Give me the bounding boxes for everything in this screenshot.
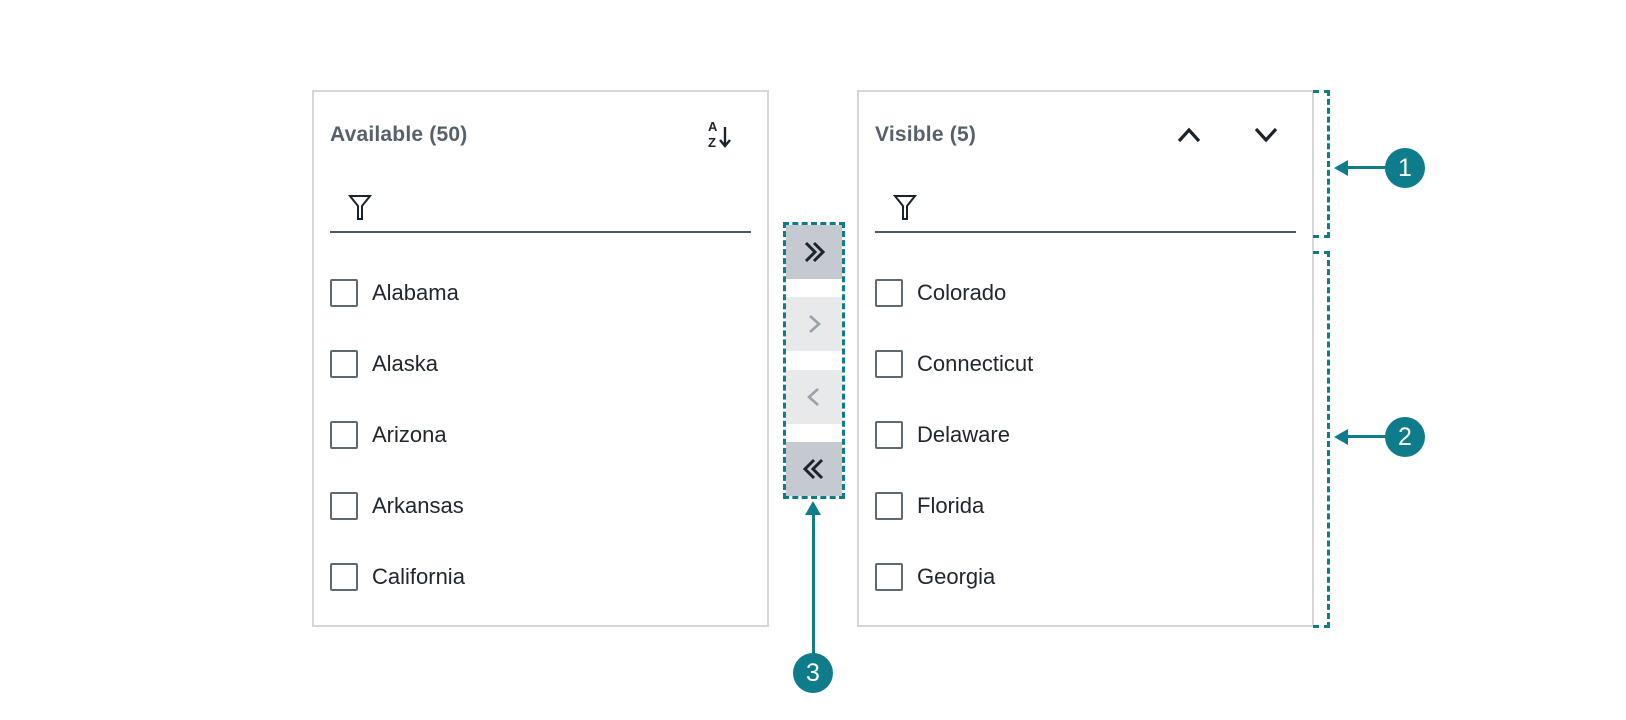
visible-panel-header: Visible (5) — [875, 118, 1278, 152]
double-chevron-left-icon — [802, 458, 824, 480]
filter-funnel-icon — [348, 194, 372, 222]
sort-button[interactable]: A Z — [707, 119, 733, 151]
annotation-3-arrow-line — [812, 512, 815, 657]
list-item[interactable]: Connecticut — [875, 349, 1296, 379]
chevron-right-icon — [809, 315, 821, 334]
list-item-label: Florida — [917, 493, 985, 518]
available-filter — [330, 191, 751, 233]
filter-funnel-icon — [893, 194, 917, 222]
available-filter-input[interactable] — [386, 195, 749, 227]
list-item[interactable]: Alaska — [330, 349, 751, 379]
list-item-label: Colorado — [917, 280, 1007, 305]
annotation-1-arrowhead — [1334, 160, 1348, 176]
list-item-label: Delaware — [917, 422, 1010, 447]
checkbox[interactable] — [875, 563, 903, 591]
chevron-down-icon — [1254, 127, 1278, 143]
list-item[interactable]: Alabama — [330, 278, 751, 308]
available-list: Alabama Alaska Arizona Arkansas Californ… — [330, 278, 751, 633]
available-panel-header: Available (50) A Z — [330, 118, 733, 152]
move-up-button[interactable] — [1177, 127, 1201, 143]
annotation-2-bracket — [1313, 251, 1330, 628]
move-right-button[interactable] — [786, 297, 842, 352]
checkbox[interactable] — [875, 421, 903, 449]
annotation-1-arrow-line — [1347, 166, 1389, 169]
annotation-2-arrowhead — [1334, 429, 1348, 445]
svg-text:Z: Z — [708, 135, 716, 150]
visible-filter-input[interactable] — [931, 195, 1294, 227]
list-item[interactable]: Florida — [875, 491, 1296, 521]
checkbox[interactable] — [330, 421, 358, 449]
list-item-label: Alaska — [372, 351, 439, 376]
checkbox[interactable] — [875, 492, 903, 520]
list-item-label: Arkansas — [372, 493, 464, 518]
annotation-badge-1: 1 — [1385, 148, 1425, 188]
list-item[interactable]: Georgia — [875, 562, 1296, 592]
svg-text:A: A — [708, 119, 718, 134]
list-item-label: Alabama — [372, 280, 459, 305]
checkbox[interactable] — [330, 350, 358, 378]
move-down-button[interactable] — [1254, 127, 1278, 143]
checkbox[interactable] — [330, 279, 358, 307]
visible-panel-title: Visible (5) — [875, 123, 977, 146]
list-item-label: Arizona — [372, 422, 447, 447]
annotation-2-arrow-line — [1347, 435, 1389, 438]
move-all-right-button[interactable] — [786, 225, 842, 279]
checkbox[interactable] — [330, 563, 358, 591]
chevron-up-icon — [1177, 127, 1201, 143]
move-all-left-button[interactable] — [786, 441, 842, 496]
list-item[interactable]: Arkansas — [330, 491, 751, 521]
checkbox[interactable] — [330, 492, 358, 520]
list-item[interactable]: Colorado — [875, 278, 1296, 308]
checkbox[interactable] — [875, 279, 903, 307]
visible-list: Colorado Connecticut Delaware Florida Ge… — [875, 278, 1296, 633]
double-chevron-right-icon — [804, 241, 826, 263]
move-left-button[interactable] — [786, 369, 842, 424]
list-item[interactable]: Arizona — [330, 420, 751, 450]
transfer-button-stack — [783, 222, 845, 499]
chevron-left-icon — [807, 387, 819, 406]
annotation-badge-3: 3 — [793, 653, 833, 693]
list-item-label: Georgia — [917, 564, 996, 589]
checkbox[interactable] — [875, 350, 903, 378]
available-panel-title: Available (50) — [330, 123, 468, 146]
annotation-badge-2: 2 — [1385, 417, 1425, 457]
list-item-label: California — [372, 564, 465, 589]
annotation-3-arrowhead — [805, 501, 821, 515]
sort-az-descending-icon: A Z — [708, 119, 731, 150]
visible-panel: Visible (5) — [857, 90, 1314, 627]
available-panel: Available (50) A Z — [312, 90, 769, 627]
visible-filter — [875, 191, 1296, 233]
list-item-label: Connecticut — [917, 351, 1034, 376]
annotation-1-bracket — [1313, 90, 1330, 238]
list-item[interactable]: California — [330, 562, 751, 592]
list-item[interactable]: Delaware — [875, 420, 1296, 450]
